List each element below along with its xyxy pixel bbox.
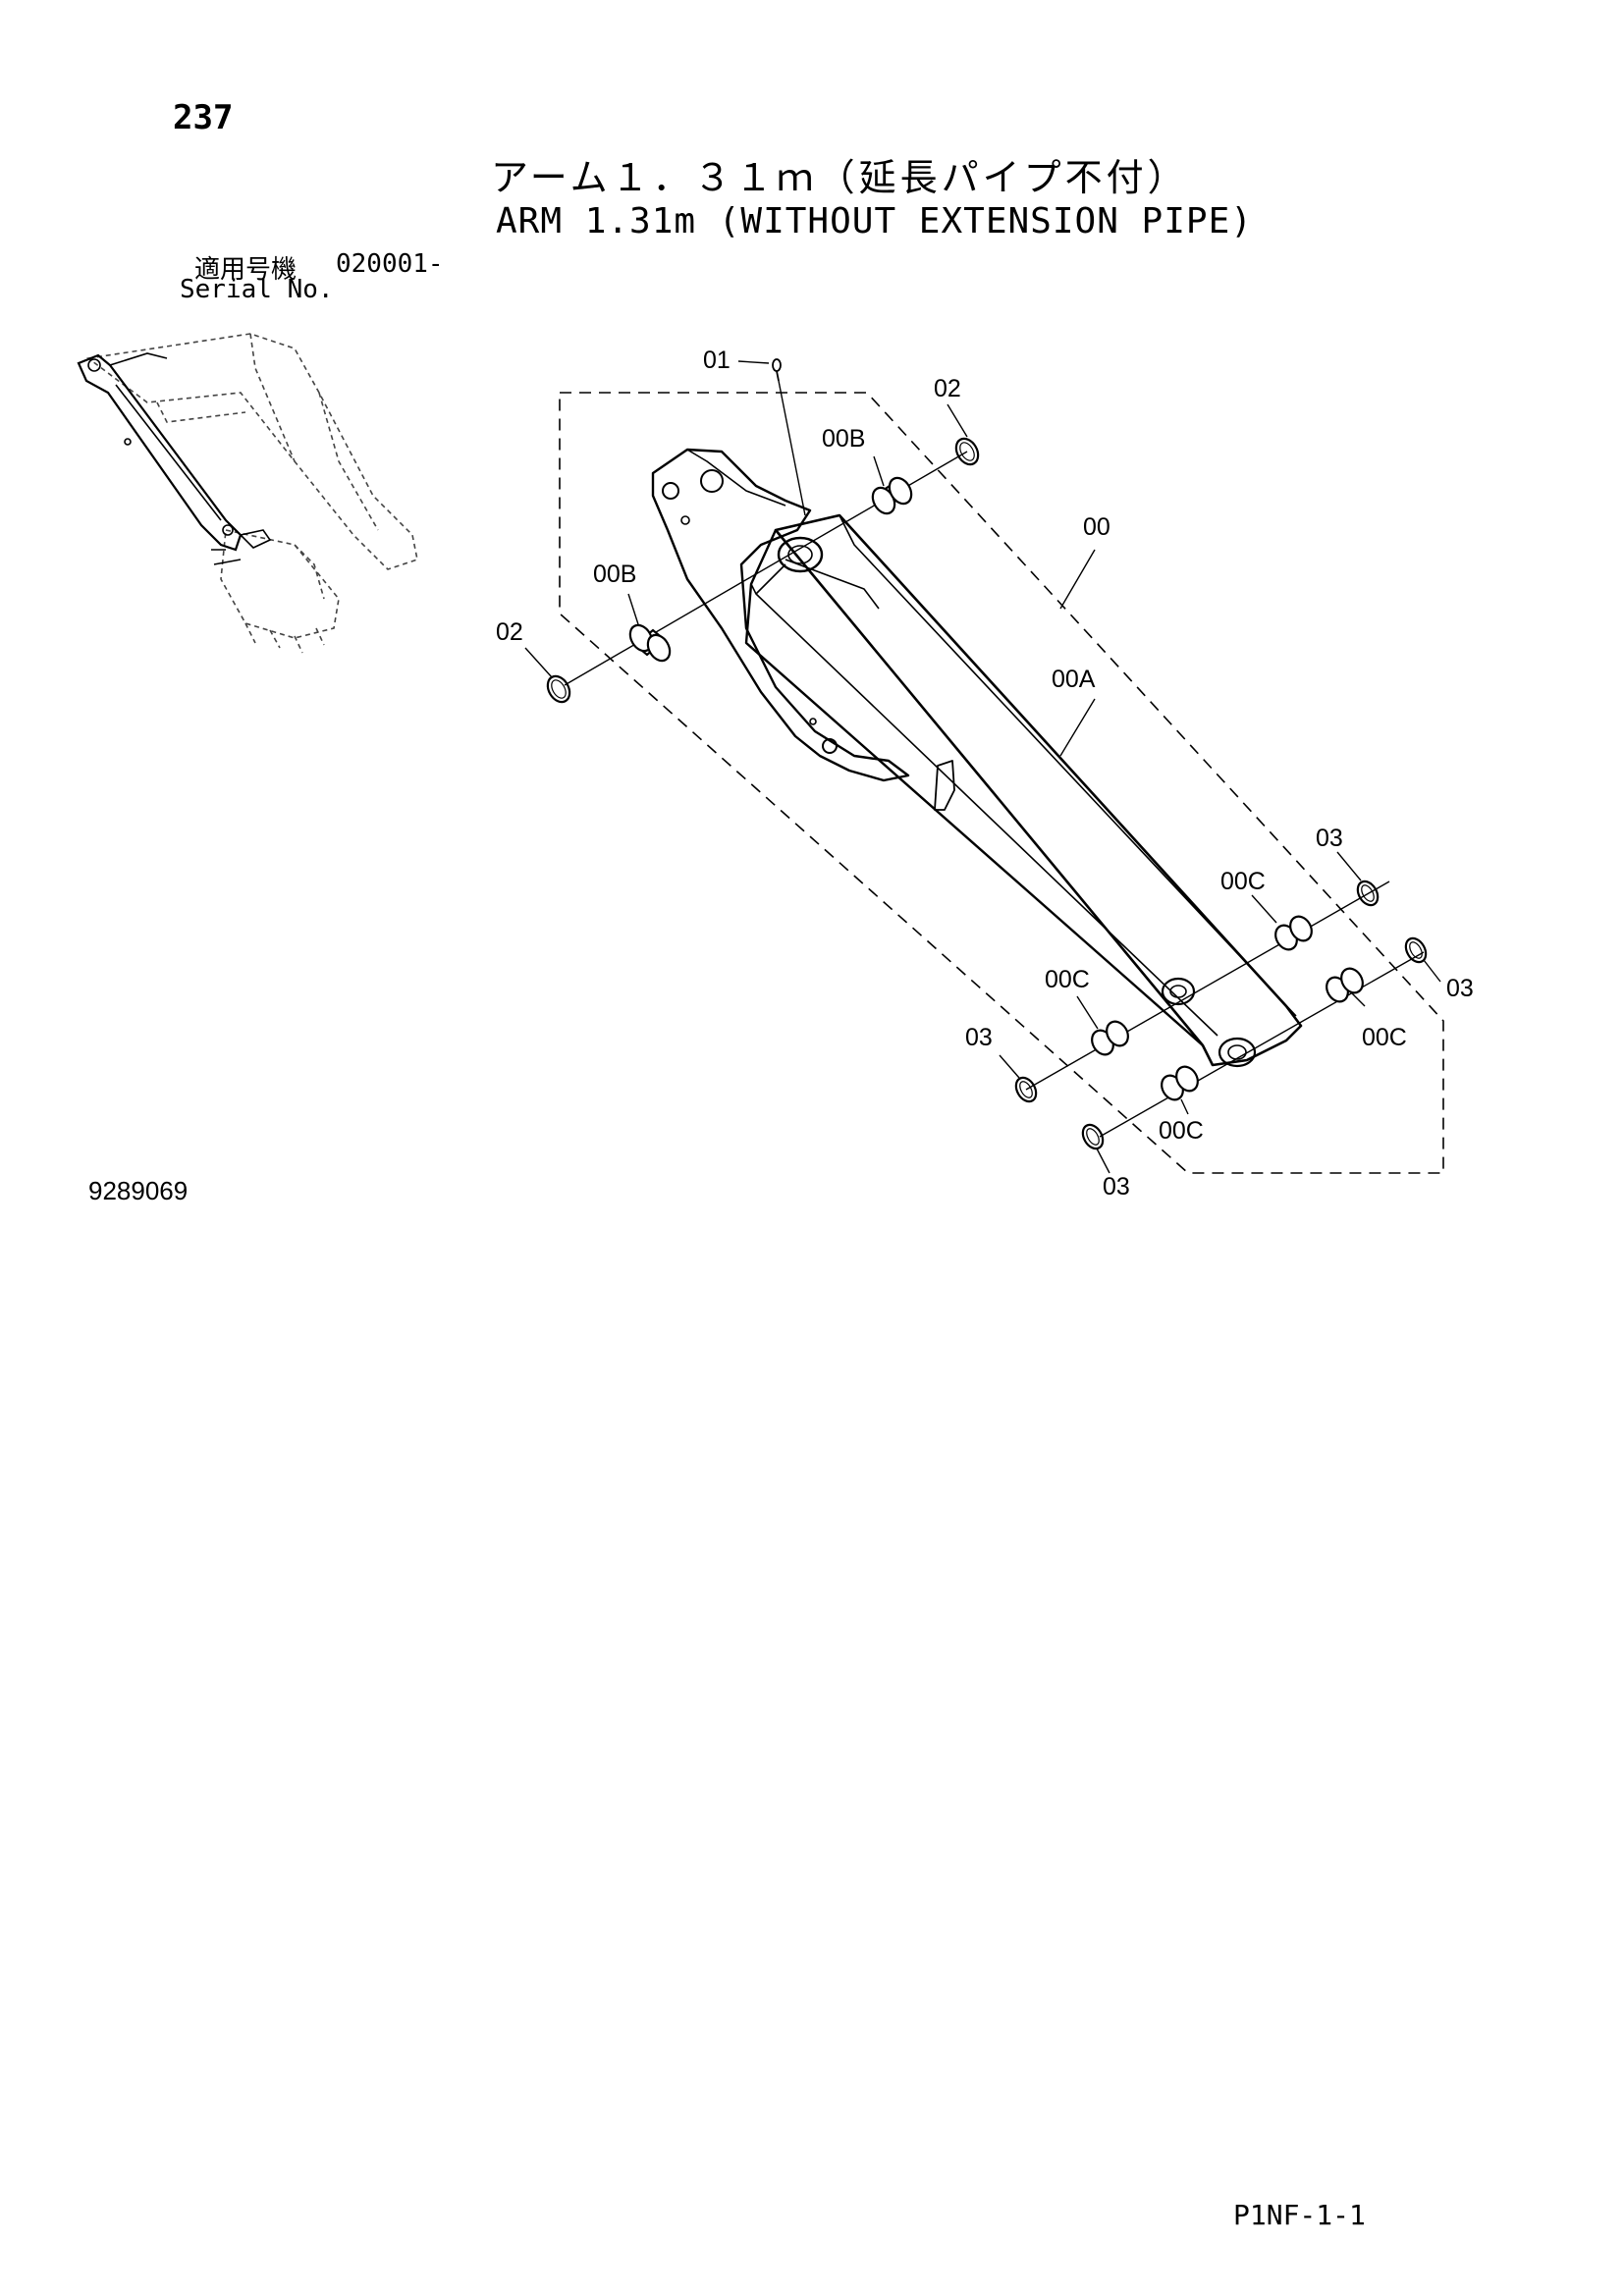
- page-code: P1NF-1-1: [1233, 2199, 1366, 2231]
- callout-00b-left: 00B: [593, 561, 636, 588]
- leader-lines: [524, 360, 1441, 1174]
- bushings: [628, 476, 1364, 1101]
- callout-03-bottom: 03: [1103, 1173, 1130, 1201]
- callout-00a: 00A: [1052, 666, 1096, 693]
- page-title-english: ARM 1.31m (WITHOUT EXTENSION PIPE): [496, 201, 1253, 241]
- page-title-japanese: アーム１．３１ｍ（延長パイプ不付）: [491, 158, 1189, 199]
- figure-number: 9289069: [88, 1176, 189, 1205]
- callout-00c-bottom: 00C: [1159, 1117, 1204, 1145]
- callout-00: 00: [1083, 513, 1110, 541]
- callout-00b-top: 00B: [822, 425, 865, 453]
- callout-02-top: 02: [934, 375, 961, 402]
- assembly-boundary-dashed: [559, 392, 1444, 1174]
- serial-label-japanese: 適用号機: [194, 254, 298, 284]
- callout-03-top: 03: [1316, 825, 1343, 852]
- callout-00c-upper: 00C: [1220, 868, 1266, 895]
- serial-number: 020001-: [336, 249, 444, 279]
- machine-overview-sketch: [77, 333, 418, 654]
- serial-label-english: Serial No.: [180, 275, 334, 304]
- callout-03-left: 03: [965, 1024, 993, 1051]
- callout-00c-mid: 00C: [1045, 966, 1090, 993]
- callout-00c-right: 00C: [1362, 1024, 1407, 1051]
- grease-fitting: [772, 358, 782, 382]
- callout-03-right: 03: [1446, 975, 1474, 1002]
- arm-assembly-drawing: [651, 448, 1303, 1068]
- callout-02-left: 02: [496, 618, 523, 646]
- page-number: 237: [173, 98, 234, 137]
- callout-01: 01: [703, 347, 731, 374]
